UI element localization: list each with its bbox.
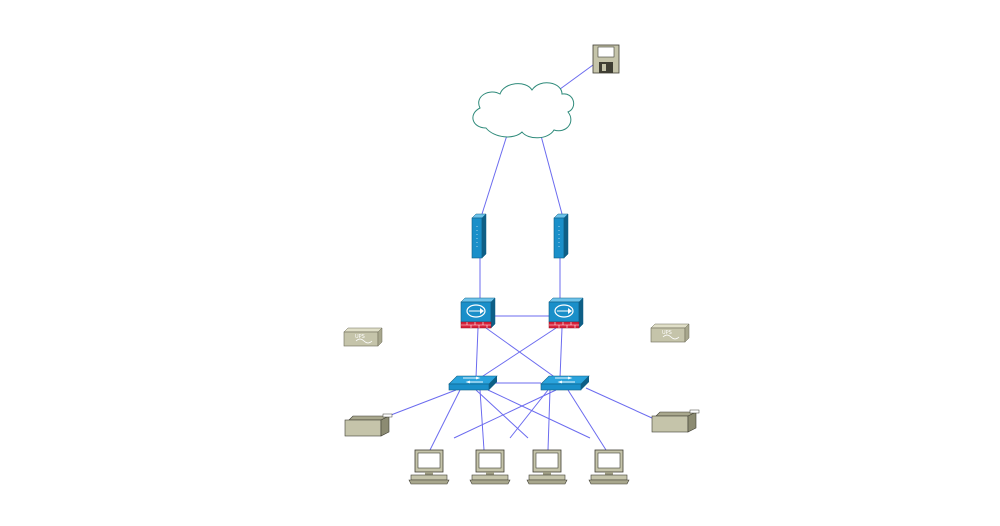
link-switch-left-pc-2 bbox=[479, 389, 485, 451]
link-firewall-right-switch-right bbox=[559, 327, 563, 379]
link-switch-right-pc-1 bbox=[453, 389, 557, 439]
printer-icon[interactable] bbox=[651, 409, 700, 433]
link-cloud-router-right bbox=[539, 131, 563, 215]
link-cloud-router-left bbox=[481, 131, 509, 215]
workstation-icon[interactable] bbox=[469, 449, 511, 485]
link-storage-cloud bbox=[555, 64, 594, 93]
firewall-icon[interactable] bbox=[548, 297, 584, 329]
switch-icon[interactable] bbox=[448, 375, 498, 391]
link-switch-right-pc-4 bbox=[567, 389, 607, 451]
link-switch-left-pc-4 bbox=[487, 389, 591, 439]
link-switch-right-pc-3 bbox=[547, 389, 551, 451]
link-switch-left-pc-3 bbox=[475, 389, 529, 439]
link-firewall-left-switch-right bbox=[485, 327, 557, 379]
printer-icon[interactable] bbox=[344, 413, 393, 437]
ups-label: UPS bbox=[662, 330, 672, 336]
links-layer bbox=[377, 64, 653, 451]
link-firewall-left-switch-left bbox=[475, 327, 479, 379]
ups-right[interactable]: UPS bbox=[650, 323, 690, 343]
link-firewall-right-switch-left bbox=[479, 327, 557, 379]
ups-left[interactable]: UPS bbox=[343, 327, 383, 347]
floppy-disk-icon[interactable] bbox=[592, 44, 620, 74]
workstation-icon[interactable] bbox=[588, 449, 630, 485]
link-switch-right-printer-right bbox=[585, 387, 653, 419]
router-icon[interactable] bbox=[553, 213, 569, 259]
firewall-icon[interactable] bbox=[460, 297, 496, 329]
workstation-icon[interactable] bbox=[408, 449, 450, 485]
link-switch-right-pc-2 bbox=[509, 389, 549, 439]
router-icon[interactable] bbox=[471, 213, 487, 259]
cloud-icon[interactable] bbox=[472, 82, 575, 139]
workstation-icon[interactable] bbox=[526, 449, 568, 485]
ups-label: UPS bbox=[355, 334, 365, 340]
switch-icon[interactable] bbox=[540, 375, 590, 391]
link-switch-left-pc-1 bbox=[429, 389, 461, 451]
